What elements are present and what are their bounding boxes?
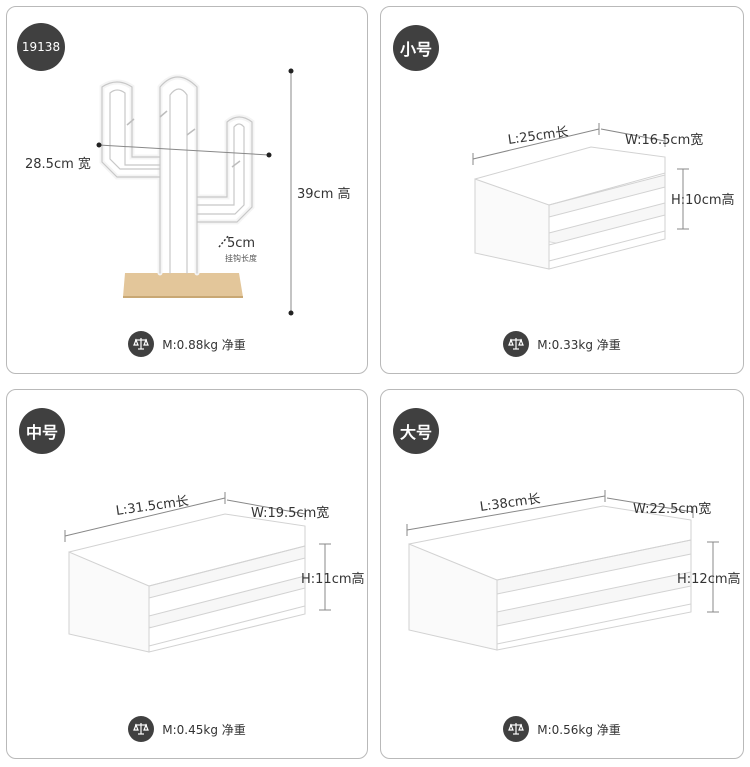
net-weight: M:0.56kg 净重 xyxy=(381,716,743,742)
height-label: 39cm 高 xyxy=(297,187,351,202)
hook-length-label: 5cm xyxy=(227,236,256,251)
width-label: 28.5cm 宽 xyxy=(25,157,91,172)
product-card-large-crate: 大号 L:38cm长 W:22.5cm宽 H:12cm高 M:0.56kg 净重 xyxy=(380,389,744,759)
size-badge: 小号 xyxy=(393,25,439,71)
small-crate-illustration xyxy=(472,123,689,270)
model-number-badge: 19138 xyxy=(17,23,65,71)
weight-text: M:0.33kg 净重 xyxy=(537,337,621,352)
weight-text: M:0.88kg 净重 xyxy=(162,337,246,352)
width-label: W:19.5cm宽 xyxy=(251,506,330,521)
medium-crate-illustration xyxy=(64,492,331,653)
width-label: W:16.5cm宽 xyxy=(625,133,704,148)
weight-text: M:0.56kg 净重 xyxy=(537,722,621,737)
product-card-medium-crate: 中号 L:31.5cm长 W:19.5cm宽 H:11cm高 M:0.45kg … xyxy=(6,389,368,759)
size-badge: 大号 xyxy=(393,408,439,454)
cactus-stand-illustration xyxy=(96,68,294,316)
net-weight: M:0.45kg 净重 xyxy=(7,716,367,742)
height-label: H:11cm高 xyxy=(301,572,365,587)
width-label: W:22.5cm宽 xyxy=(633,502,712,517)
product-card-cactus-stand: 19138 xyxy=(6,6,368,374)
weight-text: M:0.45kg 净重 xyxy=(162,722,246,737)
large-crate-illustration xyxy=(406,490,719,651)
height-label: H:12cm高 xyxy=(677,572,741,587)
scale-icon xyxy=(503,716,530,742)
size-badge: 中号 xyxy=(19,408,65,454)
net-weight: M:0.33kg 净重 xyxy=(381,331,743,357)
scale-icon xyxy=(503,331,530,357)
net-weight: M:0.88kg 净重 xyxy=(7,331,367,357)
height-label: H:10cm高 xyxy=(671,193,735,208)
scale-icon xyxy=(128,331,155,357)
hook-length-caption: 挂钩长度 xyxy=(225,254,257,263)
product-card-small-crate: 小号 L:25cm长 W:16.5cm宽 H:10cm高 M:0.33kg 净重 xyxy=(380,6,744,374)
scale-icon xyxy=(128,716,155,742)
